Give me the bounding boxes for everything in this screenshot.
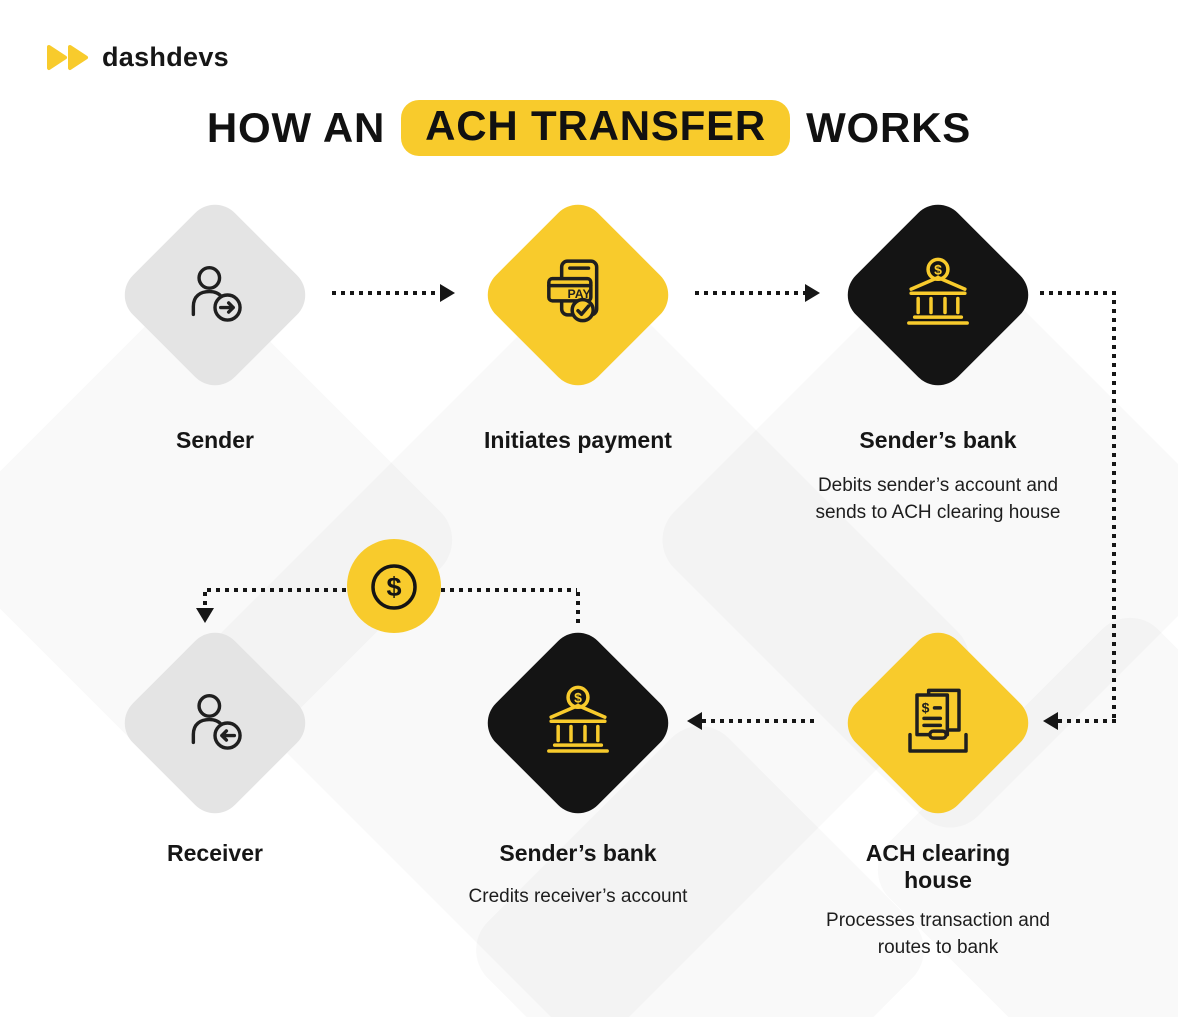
logo-text: dashdevs xyxy=(102,42,229,72)
svg-text:$: $ xyxy=(574,690,582,706)
node-label-receiver: Receiver xyxy=(167,840,263,866)
money-transfer-badge: $ xyxy=(347,539,441,633)
node-label-ach-clearing-house: ACH clearing house xyxy=(865,840,1011,893)
ach-documents-icon: $ xyxy=(908,688,968,753)
arrow-sender-to-payment xyxy=(332,291,440,295)
node-sender xyxy=(113,193,317,397)
payment-terminal-icon: PAY xyxy=(547,259,599,323)
arrow-bank-to-ach-top xyxy=(1040,291,1116,295)
title-prefix: HOW AN xyxy=(206,104,386,151)
node-desc-senders-bank-bottom: Credits receiver’s account xyxy=(468,886,688,907)
arrowhead-right-icon xyxy=(440,284,455,302)
node-desc-senders-bank-top: Debits sender’s account and sends to ACH… xyxy=(815,475,1061,523)
node-ach-clearing-house: $ xyxy=(836,621,1040,825)
node-label-senders-bank-top: Sender’s bank xyxy=(859,427,1017,453)
arrow-ach-to-bank xyxy=(702,719,816,723)
svg-text:$: $ xyxy=(922,700,930,716)
arrow-bank-to-receiver-vertical xyxy=(576,592,580,628)
node-desc-ach-clearing-house: Processes transaction and routes to bank xyxy=(826,910,1050,958)
dollar-circle-icon: $ xyxy=(371,564,417,610)
svg-text:PAY: PAY xyxy=(568,287,591,301)
logo: dashdevs xyxy=(46,42,229,73)
bank-icon: $ xyxy=(547,685,609,753)
node-label-sender: Sender xyxy=(176,427,254,453)
arrowhead-left-icon xyxy=(687,712,702,730)
node-receiver xyxy=(113,621,317,825)
node-senders-bank-bottom: $ xyxy=(476,621,680,825)
svg-text:$: $ xyxy=(386,572,401,602)
node-label-initiates-payment: Initiates payment xyxy=(484,427,672,453)
title-highlight: ACH TRANSFER xyxy=(401,100,791,156)
page-title: HOW AN ACH TRANSFER WORKS xyxy=(0,100,1178,156)
title-suffix: WORKS xyxy=(806,104,972,151)
arrow-bank-to-ach-bottom xyxy=(1058,719,1116,723)
svg-text:$: $ xyxy=(934,262,942,278)
arrow-payment-to-bank xyxy=(695,291,805,295)
arrowhead-right-icon xyxy=(805,284,820,302)
arrowhead-down-icon xyxy=(196,608,214,623)
arrow-bank-to-ach-vertical xyxy=(1112,291,1116,721)
arrowhead-left-icon xyxy=(1043,712,1058,730)
double-play-icon xyxy=(47,45,88,70)
person-receive-icon xyxy=(191,693,242,750)
node-senders-bank-top: $ xyxy=(836,193,1040,397)
person-send-icon xyxy=(191,265,242,322)
arrow-bank-to-receiver-drop xyxy=(203,592,207,608)
node-label-senders-bank-bottom: Sender’s bank xyxy=(499,840,657,866)
bank-icon: $ xyxy=(907,257,969,325)
node-initiates-payment: PAY xyxy=(476,193,680,397)
